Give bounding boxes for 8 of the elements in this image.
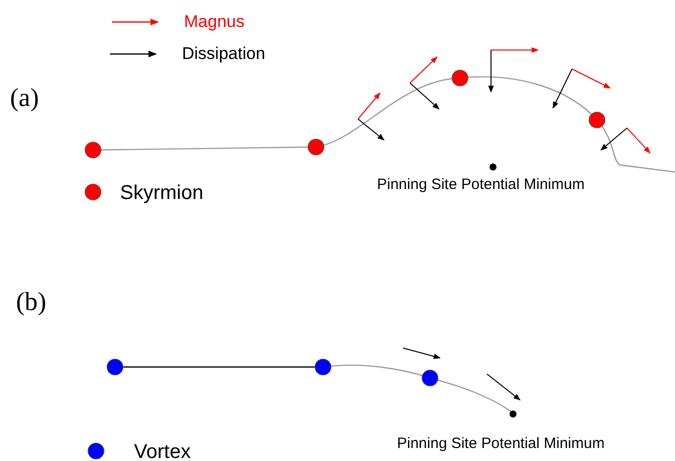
legend-label: Skyrmion: [120, 181, 204, 206]
pinning-site-label: Pinning Site Potential Minimum: [377, 175, 585, 195]
pinning-site-label: Pinning Site Potential Minimum: [397, 434, 605, 454]
legend-label: Vortex: [134, 440, 191, 461]
legend-label: Dissipation: [182, 43, 266, 65]
panel-label: (a): [10, 82, 39, 114]
panel-label: (b): [16, 286, 46, 318]
legend-label: Magnus: [184, 11, 244, 33]
